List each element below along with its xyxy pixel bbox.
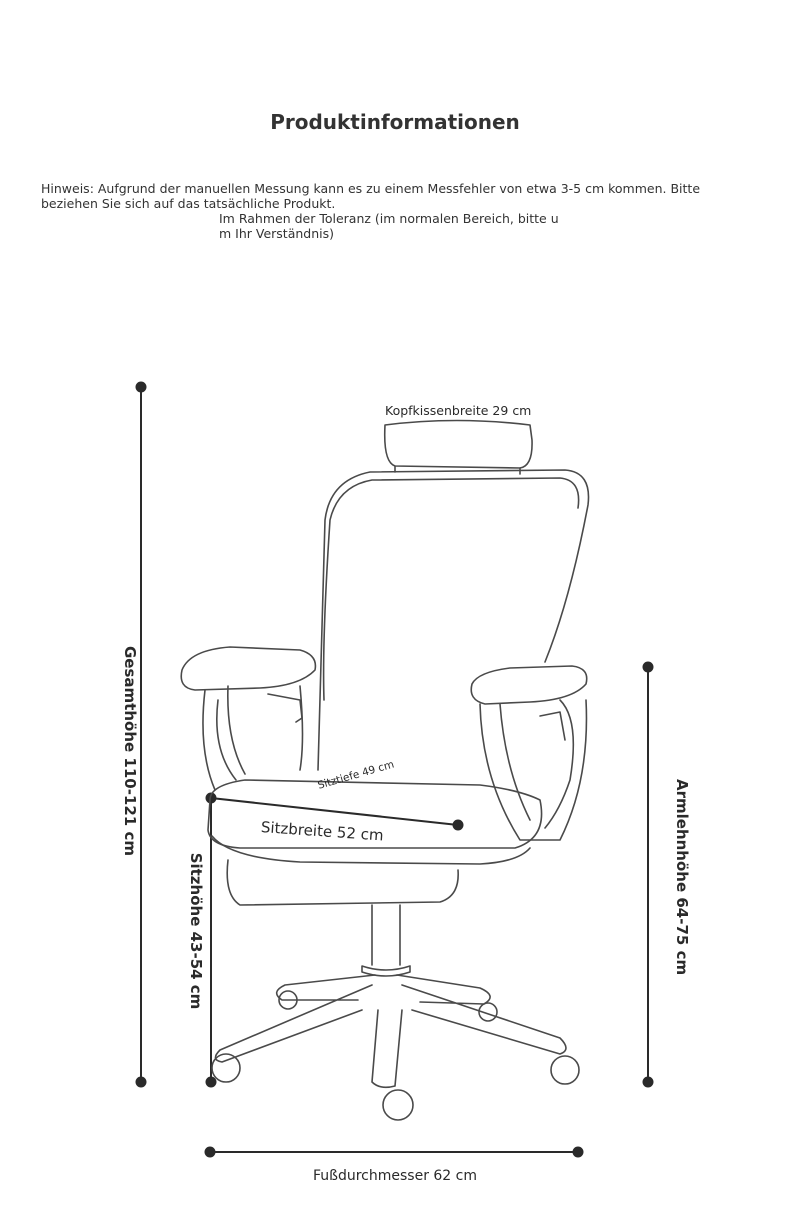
base-diameter-dot-right [572, 1146, 584, 1158]
caster-back-right [478, 1002, 498, 1022]
page-title: Produktinformationen [270, 110, 520, 134]
seat-width-dot-right [452, 819, 464, 831]
headrest [383, 419, 533, 469]
base-diameter-dot-left [204, 1146, 216, 1158]
backrest [317, 469, 590, 771]
right-armrest [470, 665, 588, 705]
caster-left [211, 1053, 241, 1083]
headrest-width-label: Kopfkissenbreite 29 cm [385, 403, 532, 418]
armrest-height-dot-bottom [642, 1076, 654, 1088]
caster-back-left [278, 990, 298, 1010]
measurement-note: Hinweis: Aufgrund der manuellen Messung … [41, 181, 701, 211]
chair-drawing [180, 419, 590, 1121]
total-height-dot-bottom [135, 1076, 147, 1088]
armrest-height-label: Armlehnhöhe 64-75 cm [673, 779, 691, 976]
seat-height-dot-bottom [205, 1076, 217, 1088]
base-star [214, 974, 567, 1089]
seat-width-line [210, 797, 459, 826]
measurement-lines [135, 381, 654, 1158]
gas-lift [371, 904, 401, 966]
base-diameter-label: Fußdurchmesser 62 cm [312, 1168, 477, 1184]
left-armrest [180, 646, 317, 691]
total-height-dot-top [135, 381, 147, 393]
armrest-height-dot-top [642, 661, 654, 673]
tolerance-note: Im Rahmen der Toleranz (im normalen Bere… [219, 211, 559, 241]
caster-front [382, 1089, 414, 1121]
caster-right [550, 1055, 580, 1085]
seat-height-label: Sitzhöhe 43-54 cm [187, 852, 205, 1010]
total-height-label: Gesamthöhe 110-121 cm [121, 646, 139, 856]
